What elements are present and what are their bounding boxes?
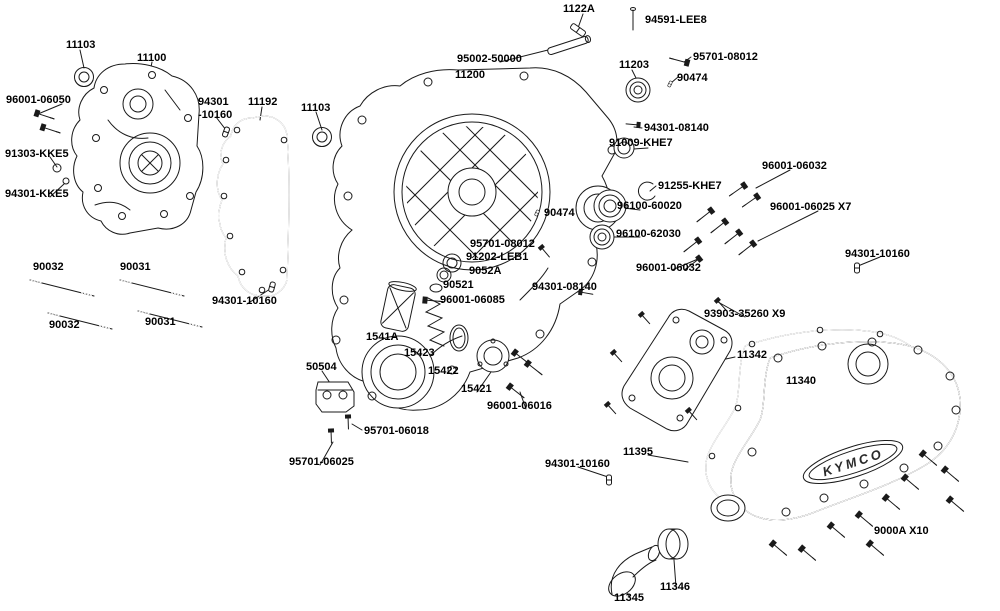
part-label: 94301-10160 (545, 458, 610, 470)
part-label: 94591-LEE8 (645, 14, 707, 26)
part-label: 91255-KHE7 (658, 180, 722, 192)
part-label: 95701-08012 (693, 51, 758, 63)
part-label: 94301-KKE5 (5, 188, 69, 200)
part-label: 94301-10160 (212, 295, 277, 307)
part-label: 96001-06085 (440, 294, 505, 306)
roller-11103-left (74, 67, 94, 87)
part-label: 90031 (120, 261, 151, 273)
part-label: 96001-06032 (762, 160, 827, 172)
part-label: 96100-60020 (617, 200, 682, 212)
part-label: 96100-62030 (616, 228, 681, 240)
part-label: 1541A (366, 331, 399, 343)
part-label: 90474 (544, 207, 575, 219)
part-label: 90032 (33, 261, 64, 273)
part-label: 90031 (145, 316, 176, 328)
part-label: 96001-06050 (6, 94, 71, 106)
part-label: 1122A (563, 3, 595, 15)
bearing-96100-60020 (593, 189, 627, 223)
part-label: 50504 (306, 361, 337, 373)
part-label: 95002-50000 (457, 53, 522, 65)
oring-15422 (449, 324, 469, 352)
part-label: 96001-06016 (487, 400, 552, 412)
part-label: 95701-06018 (364, 425, 429, 437)
part-label: 90032 (49, 319, 80, 331)
part-label: 11200 (455, 69, 485, 81)
part-label: 94301-08140 (644, 122, 709, 134)
seal-91202 (442, 253, 462, 273)
part-label: 9000A X10 (874, 525, 929, 537)
part-label: 9052A (469, 265, 502, 277)
spring-15423 (424, 297, 446, 347)
bearing-91009 (613, 137, 635, 159)
gasket-11192-drawing (216, 115, 290, 297)
roller-11103-center (312, 127, 332, 147)
bearing-11203 (625, 77, 651, 103)
part-label: 96001-06025 X7 (770, 201, 852, 213)
part-label: 11103 (66, 39, 96, 51)
plate-11342 (621, 308, 733, 432)
part-label: 11342 (737, 349, 767, 361)
part-label: 94301-08140 (532, 281, 597, 293)
dowel-1122a (570, 23, 586, 37)
cover-11340-drawing: KYMCO (710, 337, 961, 522)
part-label: 15422 (428, 365, 459, 377)
pin-94591 (630, 7, 636, 31)
ring-11346 (657, 528, 689, 560)
part-label: 11192 (248, 96, 278, 108)
oring-9052a (436, 267, 452, 283)
washer-90521 (429, 283, 443, 293)
bracket-50504 (315, 381, 355, 413)
part-label: 95701-08012 (470, 238, 535, 250)
part-label: 91303-KKE5 (5, 148, 69, 160)
part-label: 91202-LEB1 (466, 251, 529, 263)
part-label: 90521 (443, 279, 474, 291)
part-label: 94301-10160 (845, 248, 910, 260)
part-label: 11345 (614, 592, 644, 604)
part-label: 90474 (677, 72, 708, 84)
part-label: 11100 (137, 52, 167, 64)
part-label: 91009-KHE7 (609, 137, 673, 149)
cap-15421 (476, 338, 510, 373)
oil-filter-1541a (380, 281, 417, 332)
crank-pin-95002 (547, 35, 592, 56)
bearing-96100-62030 (589, 224, 615, 250)
part-label: 95701-06025 (289, 456, 354, 468)
crankcase-left-drawing (52, 63, 204, 235)
part-label: 11103 (301, 102, 331, 114)
part-label: 15421 (461, 383, 492, 395)
part-label: 96001-06032 (636, 262, 701, 274)
part-label: 11203 (619, 59, 649, 71)
part-label: 11340 (786, 375, 816, 387)
part-label: 93903-35260 X9 (704, 308, 786, 320)
part-label: 11346 (660, 581, 690, 593)
part-label: 11395 (623, 446, 653, 458)
part-label: 15423 (404, 347, 435, 359)
circlip-91255 (638, 181, 656, 201)
part-label: 94301 -10160 (198, 96, 233, 121)
duct-11345 (608, 544, 661, 597)
